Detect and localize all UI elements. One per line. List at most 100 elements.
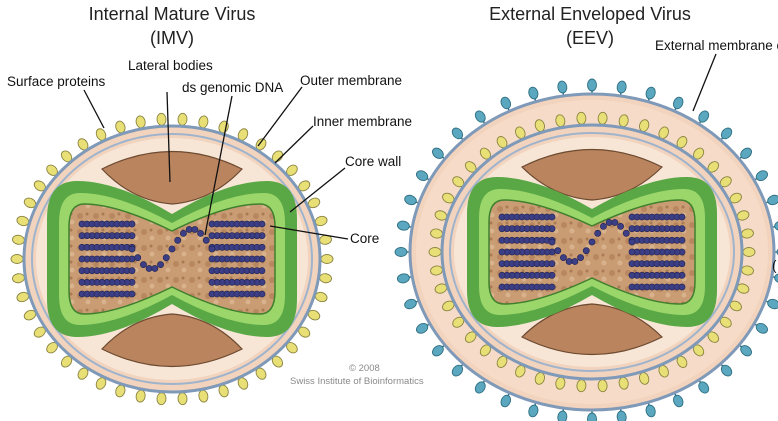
surface-protein — [10, 254, 24, 264]
surface-protein — [198, 389, 209, 403]
dna-bead — [582, 247, 590, 255]
envelope-protein — [451, 364, 464, 377]
envelope-protein — [767, 298, 778, 310]
dna-bead — [548, 283, 556, 291]
eev-genomic-dna — [498, 213, 686, 291]
envelope-protein — [698, 110, 710, 123]
dna-bead — [128, 220, 136, 228]
surface-protein — [177, 112, 188, 126]
envelope-protein — [396, 273, 410, 284]
label-outer-membrane: Outer membrane — [300, 73, 403, 88]
dna-bead — [617, 222, 624, 230]
envelope-protein — [645, 86, 656, 100]
envelope-protein — [394, 247, 408, 257]
envelope-protein — [740, 345, 752, 357]
leader-surface-proteins — [83, 89, 105, 129]
dna-bead — [128, 245, 136, 253]
dna-bead — [208, 278, 216, 286]
envelope-protein — [451, 127, 464, 140]
dna-bead — [162, 254, 170, 262]
dna-bead — [628, 238, 636, 246]
dna-bead — [498, 225, 506, 233]
dna-bead — [185, 226, 193, 233]
surface-protein — [428, 247, 442, 257]
surface-protein — [320, 254, 334, 264]
dna-bead — [168, 245, 176, 253]
envelope-protein — [474, 381, 486, 394]
eev-virion — [394, 78, 778, 421]
label-external-membrane: External membrane c — [655, 38, 778, 53]
label-inner-membrane: Inner membrane — [313, 114, 413, 129]
dna-bead — [678, 283, 686, 291]
envelope-protein — [500, 96, 512, 110]
dna-bead — [611, 219, 619, 226]
surface-protein — [319, 273, 332, 284]
envelope-protein — [587, 412, 597, 421]
label-surface-proteins: Surface proteins — [7, 74, 106, 89]
leader-inner-membrane — [274, 125, 314, 164]
dna-bead — [157, 261, 164, 269]
leader-external-membrane — [692, 53, 717, 112]
imv-genomic-dna — [78, 220, 266, 298]
dna-bead — [145, 265, 153, 272]
envelope-protein — [774, 220, 778, 231]
dna-bead — [140, 261, 147, 269]
dna-bead — [554, 247, 562, 255]
copyright-org: Swiss Institute of Bioinformatics — [290, 376, 424, 387]
surface-protein — [597, 111, 608, 125]
envelope-protein — [740, 147, 752, 159]
surface-protein — [576, 111, 587, 125]
dna-bead — [560, 254, 567, 262]
leader-outer-membrane — [257, 86, 303, 147]
envelope-protein — [404, 298, 417, 310]
label-lateral-bodies: Lateral bodies — [128, 58, 213, 73]
dna-bead — [180, 229, 187, 237]
dna-bead — [678, 260, 686, 268]
dna-bead — [588, 238, 596, 246]
envelope-protein — [587, 78, 597, 92]
eev-subtitle: (EEV) — [565, 28, 614, 48]
eev-surface-proteins — [428, 111, 756, 393]
dna-bead — [600, 222, 607, 230]
leader-core-wall — [289, 167, 346, 213]
envelope-protein — [557, 410, 568, 421]
surface-protein — [156, 112, 167, 126]
dna-bead — [208, 245, 216, 253]
eev-title: External Enveloped Virus — [489, 4, 691, 24]
dna-bead — [258, 267, 266, 275]
dna-bead — [571, 258, 579, 265]
envelope-protein — [474, 110, 486, 123]
imv-virion — [10, 112, 334, 406]
dna-bead — [174, 236, 182, 244]
envelope-protein — [672, 96, 684, 110]
surface-protein — [742, 247, 756, 257]
envelope-protein — [416, 170, 429, 182]
imv-lateral-body-top — [101, 151, 243, 205]
envelope-protein — [720, 127, 733, 140]
dna-bead — [78, 232, 86, 240]
dna-bead — [208, 255, 216, 263]
dna-bead — [548, 238, 556, 246]
dna-bead — [258, 243, 266, 251]
envelope-protein — [432, 345, 444, 357]
envelope-protein — [720, 364, 733, 377]
envelope-protein — [557, 80, 568, 94]
leader-lateral-bodies — [166, 91, 171, 183]
envelope-protein — [755, 322, 768, 334]
dna-bead — [622, 229, 630, 237]
dna-bead — [548, 260, 556, 268]
envelope-protein — [432, 147, 444, 159]
label-core: Core — [350, 231, 380, 246]
dna-bead — [258, 220, 266, 228]
envelope-protein — [500, 394, 512, 408]
dna-bead — [628, 225, 636, 233]
dna-bead — [128, 290, 136, 298]
envelope-protein — [528, 404, 539, 418]
dna-bead — [258, 290, 266, 298]
imv-inner-membrane — [31, 133, 313, 385]
copyright-year: © 2008 — [349, 363, 380, 374]
dna-bead — [548, 213, 556, 221]
envelope-protein — [616, 80, 627, 94]
leader-lines — [83, 53, 717, 240]
